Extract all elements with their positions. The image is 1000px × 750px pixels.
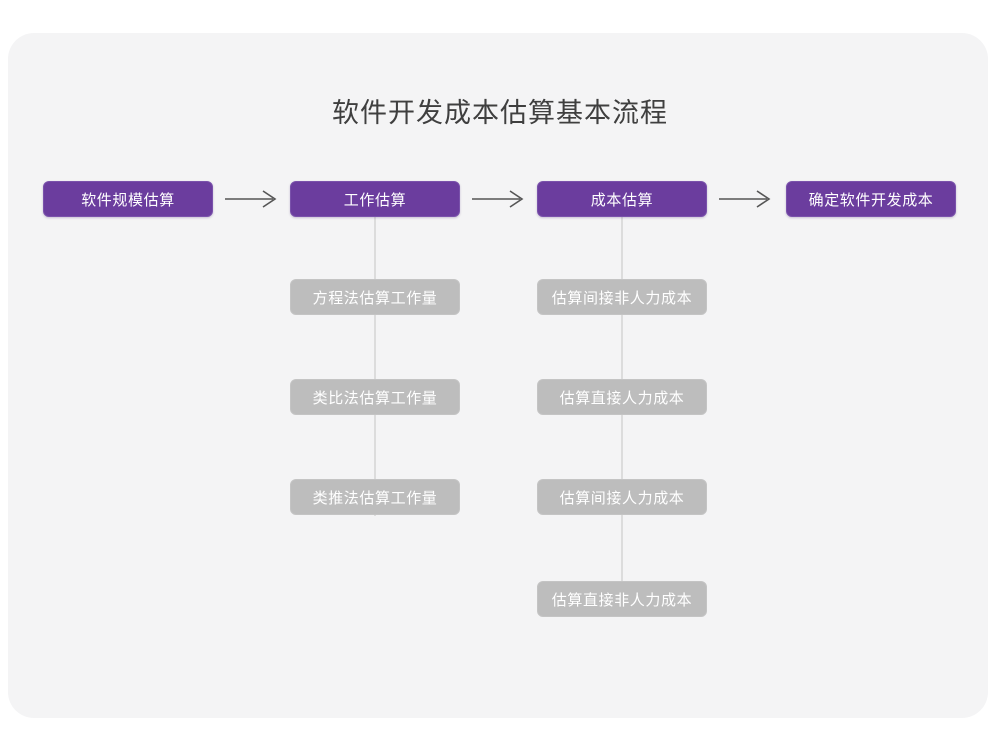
diagram-panel: [8, 33, 988, 718]
arrow-right-icon: [223, 188, 281, 210]
arrow-right-icon: [717, 188, 775, 210]
stage-node-label: 软件规模估算: [81, 191, 175, 209]
substep-node-label: 估算直接人力成本: [559, 389, 685, 407]
stage-node-software-scale-estimation[interactable]: 软件规模估算: [43, 181, 213, 217]
substep-node-direct-nonlabor-cost[interactable]: 估算直接非人力成本: [537, 581, 707, 617]
substep-node-indirect-labor-cost[interactable]: 估算间接人力成本: [537, 479, 707, 515]
substep-node-label: 估算直接非人力成本: [551, 591, 693, 609]
arrow-right-icon: [470, 188, 528, 210]
substep-node-indirect-nonlabor-cost[interactable]: 估算间接非人力成本: [537, 279, 707, 315]
substep-node-direct-labor-cost[interactable]: 估算直接人力成本: [537, 379, 707, 415]
stage-node-label: 工作估算: [343, 191, 407, 209]
connector-line-work-column: [374, 216, 376, 516]
substep-node-label: 方程法估算工作量: [312, 289, 438, 307]
substep-node-label: 类比法估算工作量: [312, 389, 438, 407]
stage-node-label: 成本估算: [590, 191, 654, 209]
connector-line-cost-column: [621, 216, 623, 616]
substep-node-equation-method[interactable]: 方程法估算工作量: [290, 279, 460, 315]
substep-node-label: 类推法估算工作量: [312, 489, 438, 507]
stage-node-cost-estimation[interactable]: 成本估算: [537, 181, 707, 217]
substep-node-label: 估算间接人力成本: [559, 489, 685, 507]
substep-node-inference-method[interactable]: 类推法估算工作量: [290, 479, 460, 515]
stage-node-label: 确定软件开发成本: [808, 191, 934, 209]
substep-node-analogy-method[interactable]: 类比法估算工作量: [290, 379, 460, 415]
substep-node-label: 估算间接非人力成本: [551, 289, 693, 307]
stage-node-determine-development-cost[interactable]: 确定软件开发成本: [786, 181, 956, 217]
page-title: 软件开发成本估算基本流程: [332, 98, 668, 128]
stage-node-work-estimation[interactable]: 工作估算: [290, 181, 460, 217]
